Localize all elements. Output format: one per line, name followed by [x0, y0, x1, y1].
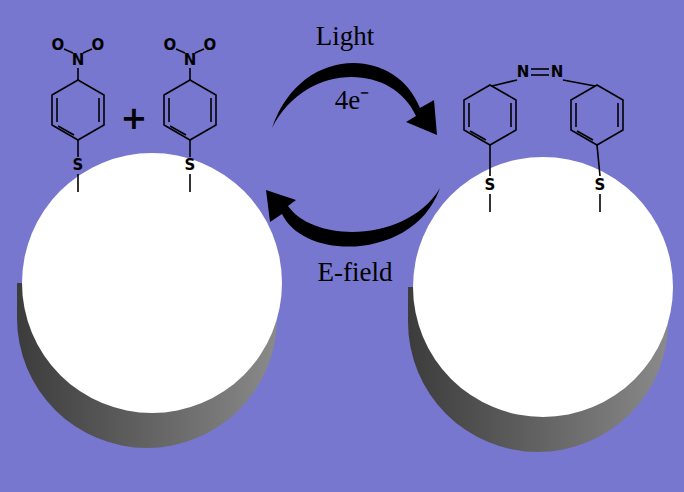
electron-label: 4e⁻ — [335, 87, 369, 114]
stimulus-label: Light — [316, 23, 375, 50]
plus-sign: + — [121, 102, 148, 134]
atom-label: N — [184, 53, 197, 68]
molecule — [52, 49, 104, 192]
molecule — [164, 49, 216, 192]
disc-top — [22, 153, 282, 413]
atom-label: N — [517, 65, 530, 80]
stimulus-label: E-field — [318, 259, 393, 286]
atom-label: S — [73, 158, 84, 173]
azo-molecule — [464, 69, 623, 212]
atom-label: N — [551, 65, 564, 80]
atom-label: O — [92, 38, 105, 53]
atom-label: O — [204, 38, 217, 53]
atom-label: S — [185, 158, 196, 173]
atom-label: S — [595, 178, 606, 193]
atom-label: N — [72, 53, 85, 68]
curved-arrow — [266, 188, 440, 247]
atom-label: S — [485, 178, 496, 193]
disc-top — [413, 157, 673, 417]
curved-arrow — [272, 63, 437, 135]
atom-label: O — [52, 38, 65, 53]
atom-label: O — [164, 38, 177, 53]
